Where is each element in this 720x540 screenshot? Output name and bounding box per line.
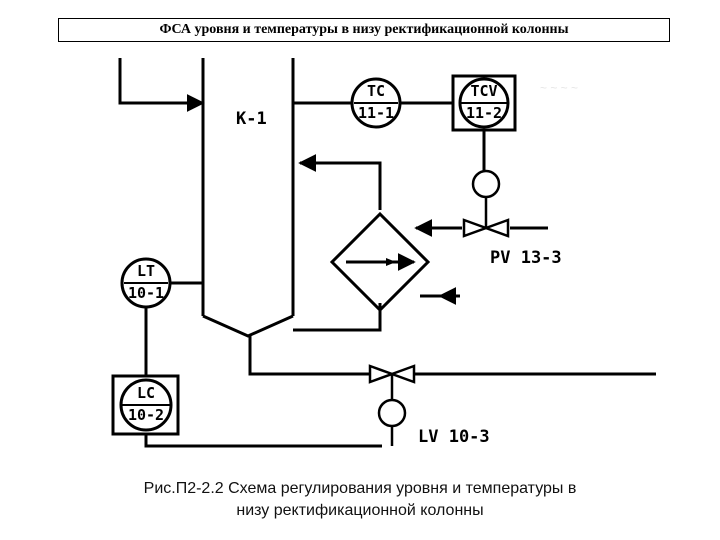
lv-valve[interactable]: [368, 364, 416, 446]
pv-valve[interactable]: [462, 169, 510, 238]
lc-controller[interactable]: [111, 374, 382, 448]
tc-number: 11-1: [358, 104, 394, 122]
lt-instrument[interactable]: [120, 257, 203, 376]
reboiler-heat-exchanger: [329, 211, 431, 313]
caption-line-1: Рис.П2-2.2 Схема регулирования уровня и …: [143, 480, 577, 497]
lc-number: 10-2: [128, 406, 164, 424]
tcv-tag: ТСV: [470, 82, 497, 100]
bottom-product-line: [248, 336, 656, 376]
caption-line-2: низу ректификационной колонны: [236, 502, 484, 519]
tcv-number: 11-2: [466, 104, 502, 122]
lv-valve-label: LV 10-3: [418, 427, 490, 447]
reboiler-circulation-line: [293, 154, 382, 332]
lt-tag: LT: [137, 262, 155, 280]
tc-tag: ТС: [367, 82, 385, 100]
pv-valve-label: PV 13-3: [490, 248, 562, 268]
column-label: К-1: [236, 109, 267, 129]
tcv-controller[interactable]: [451, 74, 517, 171]
feed-line: [118, 58, 205, 112]
steam-line: [414, 219, 548, 305]
diagram-title: ФСА уровня и температуры в низу ректифик…: [58, 18, 670, 42]
figure-caption: Рис.П2-2.2 Схема регулирования уровня и …: [60, 478, 660, 522]
lc-tag: LC: [137, 384, 155, 402]
lt-number: 10-1: [128, 284, 164, 302]
faint-background-text: ~ ~ ~ ~: [540, 81, 578, 95]
column-k1: [201, 58, 295, 338]
